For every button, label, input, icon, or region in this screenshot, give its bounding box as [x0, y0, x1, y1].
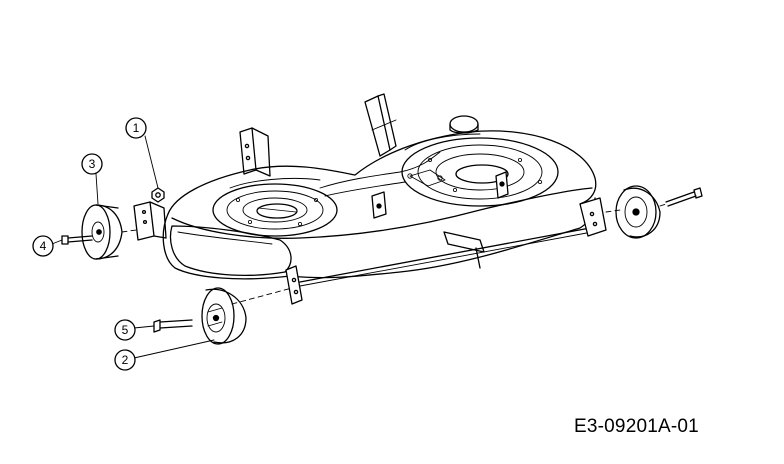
rear-bracket [364, 93, 397, 157]
callout-circles [32, 117, 147, 371]
front-wheel-part [201, 287, 247, 345]
callout-label-5: 5 [122, 323, 129, 337]
callout-label-2: 2 [122, 353, 129, 367]
assembly-lines [121, 203, 667, 305]
callout-2 [114, 349, 136, 371]
callout-label-3: 3 [89, 157, 96, 171]
callout-5 [114, 319, 136, 341]
left-hanger-bracket [239, 127, 271, 177]
front-bolt-part [153, 319, 193, 333]
callout-label-4: 4 [40, 239, 47, 253]
right-bolt-part [665, 187, 703, 207]
callout-3 [81, 153, 103, 175]
callout-4 [32, 235, 54, 257]
left-bolt-part [61, 235, 93, 245]
drawing-number: E3-09201A-01 [574, 416, 699, 437]
mower-deck [133, 93, 607, 305]
nut-part [151, 187, 165, 203]
left-spindle-housing [212, 183, 338, 237]
callout-label-1: 1 [133, 121, 140, 135]
right-spindle-housing [401, 137, 559, 207]
leader-lines [51, 135, 215, 359]
callout-labels: 1 2 3 4 5 [40, 121, 140, 367]
right-wheel-part [615, 185, 661, 239]
left-wheel-part [81, 204, 123, 260]
callout-1 [125, 117, 147, 139]
